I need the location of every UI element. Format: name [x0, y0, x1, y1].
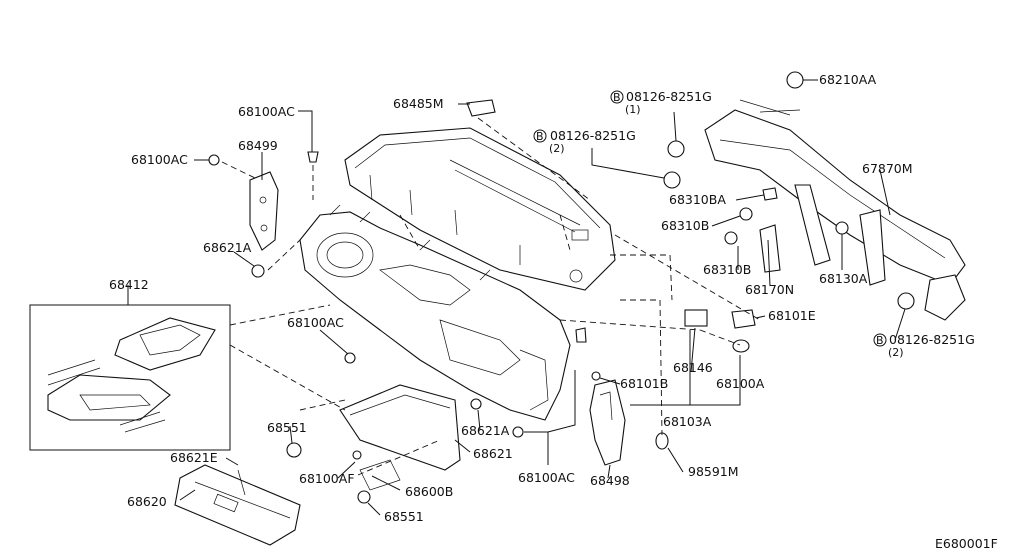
bolt-marker-1 — [610, 90, 624, 104]
bolt-08126-b — [663, 171, 681, 189]
label-bolt2-code: 08126-8251G — [550, 128, 636, 143]
label-68310b-a: 68310B — [661, 218, 709, 233]
glove-box-insert-box — [29, 304, 231, 451]
label-68498: 68498 — [590, 473, 630, 488]
label-68412: 68412 — [109, 277, 149, 292]
label-bolt3-qty: (2) — [888, 346, 904, 359]
label-68100af: 68100AF — [299, 471, 355, 486]
assembly-dashed-lines — [221, 117, 761, 476]
label-68130a: 68130A — [819, 271, 868, 286]
label-68310b-b: 68310B — [703, 262, 751, 277]
label-68621a-mid: 68621A — [461, 423, 510, 438]
label-68621e: 68621E — [170, 450, 218, 465]
label-bolt1-code: 08126-8251G — [626, 89, 712, 104]
label-bolt1-qty: (1) — [625, 103, 641, 116]
label-68551-b: 68551 — [384, 509, 424, 524]
label-68310ba: 68310BA — [669, 192, 726, 207]
left-side-bracket — [249, 171, 279, 251]
label-68620: 68620 — [127, 494, 167, 509]
dashboard-main-frame — [299, 204, 571, 421]
label-68600b: 68600B — [405, 484, 453, 499]
bracket-68146 — [684, 309, 708, 327]
screw-68621a-left — [251, 264, 265, 278]
clip-68101b-upper — [575, 327, 587, 343]
glove-box-lid — [174, 464, 301, 546]
nut-68310b-a — [739, 207, 753, 221]
clip-68485m — [466, 99, 496, 117]
clip-68551-b — [357, 490, 371, 504]
steering-member-assembly — [704, 99, 966, 321]
hardware-parts — [208, 71, 915, 504]
label-68499: 68499 — [238, 138, 278, 153]
part-labels: 68485M 68100AC 68100AC 68499 68621A 6841… — [109, 72, 998, 551]
screw-68100af — [352, 450, 362, 460]
screw-68621a-mid — [470, 398, 482, 410]
label-68100ac-bottom: 68100AC — [518, 470, 575, 485]
side-trim-panel — [589, 379, 626, 466]
label-68100ac-top: 68100AC — [238, 104, 295, 119]
label-68621: 68621 — [473, 446, 513, 461]
label-68146: 68146 — [673, 360, 713, 375]
lower-cover-panel — [339, 384, 461, 491]
label-68621a-left: 68621A — [203, 240, 252, 255]
label-bolt2-qty: (2) — [549, 142, 565, 155]
leader-lines — [127, 79, 906, 516]
label-68170n: 68170N — [745, 282, 794, 297]
nut-68100a — [732, 339, 750, 353]
bolt-68130a — [835, 221, 849, 235]
bolt-marker-3-letter: B — [876, 334, 884, 347]
label-68100a: 68100A — [716, 376, 765, 391]
grommet-98591m — [655, 432, 669, 450]
screw-68100ac-bottom — [512, 426, 524, 438]
label-bolt3-code: 08126-8251G — [889, 332, 975, 347]
bolt-marker-3 — [873, 333, 887, 347]
bolt-08126-c — [897, 292, 915, 310]
bolt-08126-a — [667, 140, 685, 158]
clip-68551-a — [286, 442, 302, 458]
label-68485m: 68485M — [393, 96, 444, 111]
label-67870m: 67870M — [862, 161, 913, 176]
label-68103a: 68103A — [663, 414, 712, 429]
bolt-68210aa — [786, 71, 804, 89]
bolt-marker-2 — [533, 129, 547, 143]
screw-68100ac-left — [208, 154, 220, 166]
bolt-marker-1-letter: B — [613, 91, 621, 104]
screw-68100ac-top — [307, 151, 319, 163]
label-68100ac-left: 68100AC — [131, 152, 188, 167]
screw-68100ac-mid — [344, 352, 356, 364]
label-68551-a: 68551 — [267, 420, 307, 435]
label-68101b: 68101B — [620, 376, 668, 391]
label-98591m: 98591M — [688, 464, 739, 479]
label-68100ac-mid: 68100AC — [287, 315, 344, 330]
label-68210aa: 68210AA — [819, 72, 877, 87]
nut-68310b-b — [724, 231, 738, 245]
screw-68101b — [591, 371, 601, 381]
diagram-id: E680001F — [935, 536, 998, 551]
clip-68101e — [731, 309, 756, 329]
clip-68310ba — [762, 187, 778, 201]
label-68101e: 68101E — [768, 308, 816, 323]
bolt-marker-2-letter: B — [536, 130, 544, 143]
